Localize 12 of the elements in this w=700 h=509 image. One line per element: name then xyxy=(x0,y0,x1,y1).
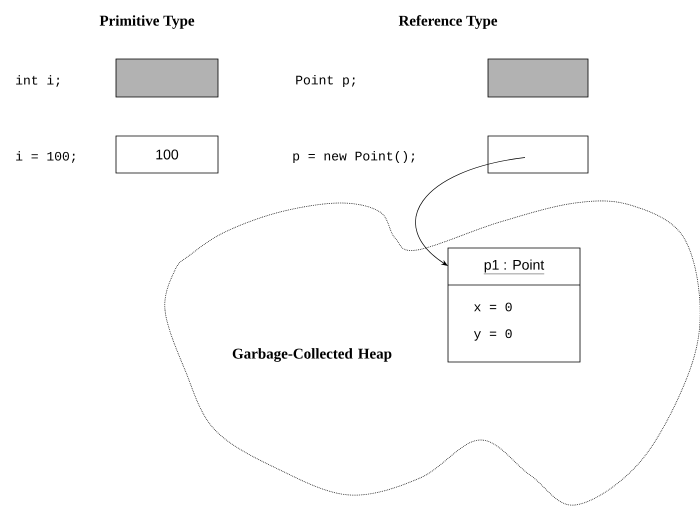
reference-box xyxy=(488,136,588,174)
value-box: 100 xyxy=(116,136,218,174)
code-statement: p = new Point(); xyxy=(293,150,414,164)
code-statement: int i; xyxy=(16,75,60,87)
column-heading: Primitive Type xyxy=(100,15,194,29)
memory-box xyxy=(488,58,588,98)
arrow xyxy=(415,157,526,266)
code-statement: Point p; xyxy=(296,74,355,88)
object-box: p1 : Point x = 0 y = 0 xyxy=(448,248,580,362)
column-heading: Reference Type xyxy=(398,15,498,29)
code-statement: i = 100; xyxy=(16,151,75,163)
memory-box xyxy=(116,58,218,98)
